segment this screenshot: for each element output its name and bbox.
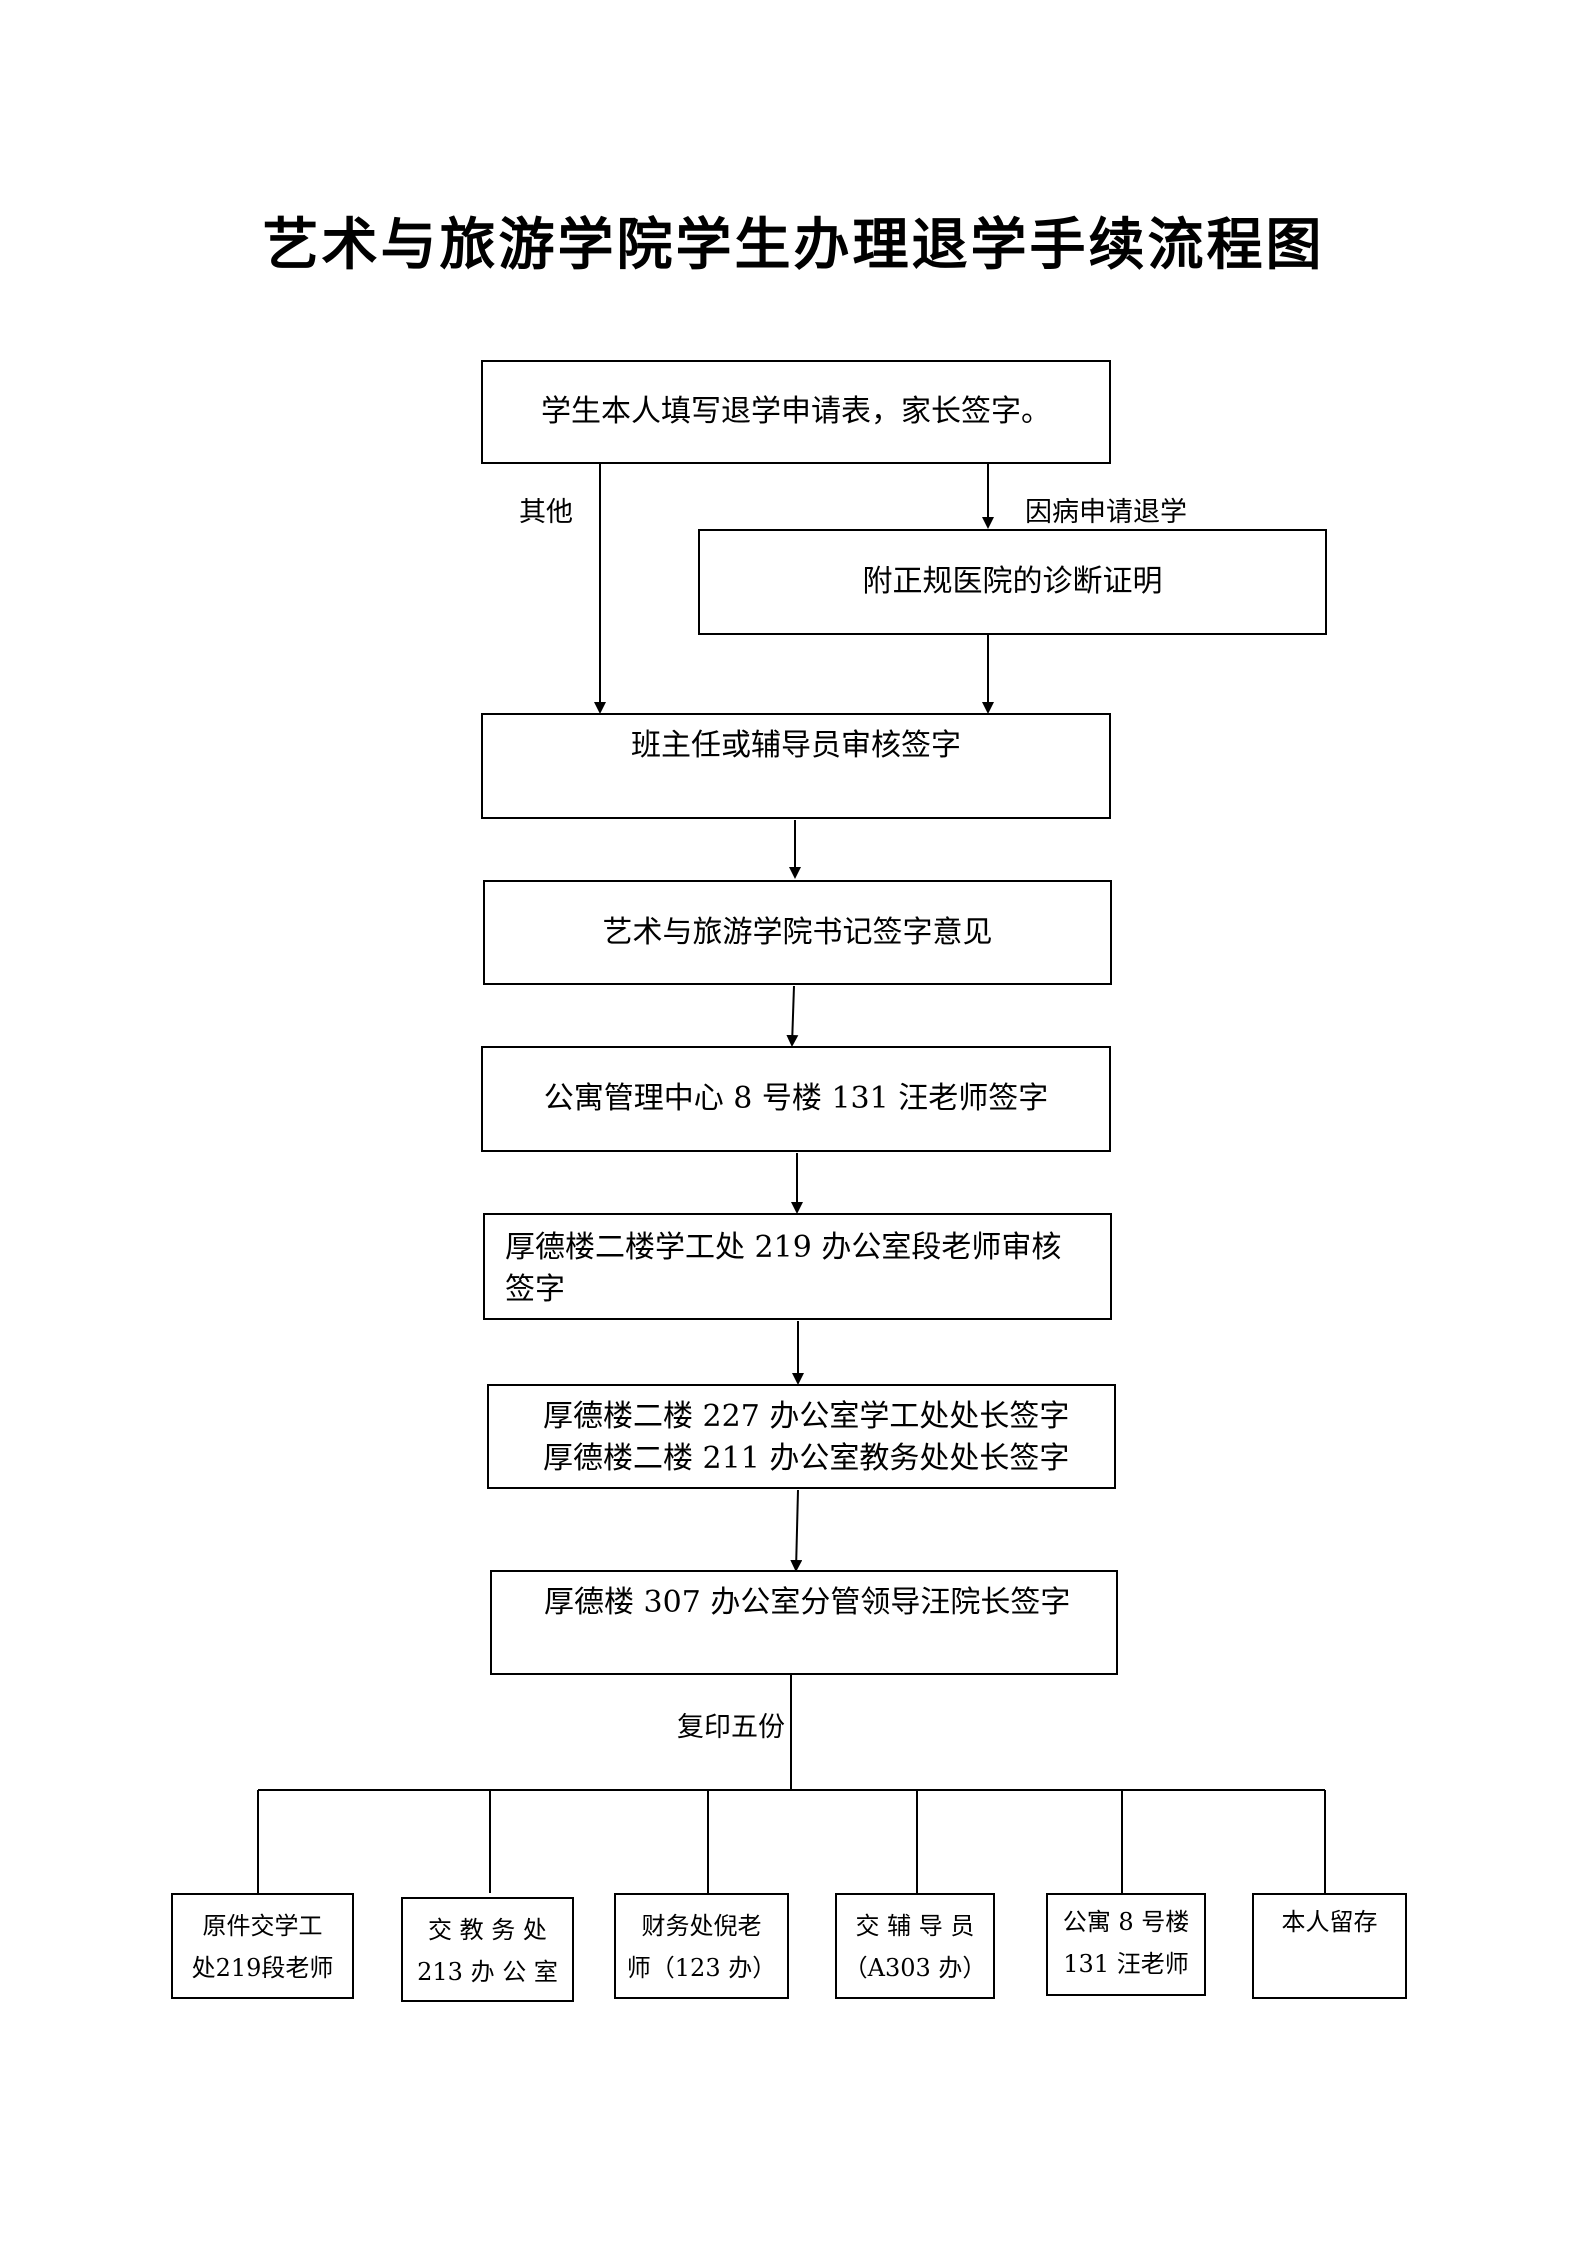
output-box-6-line-1: 本人留存	[1281, 1908, 1378, 1936]
page-title: 艺术与旅游学院学生办理退学手续流程图	[262, 212, 1325, 278]
output-box-2: 交 教 务 处 213 办 公 室	[401, 1897, 574, 2002]
step-counselor-review-text: 班主任或辅导员审核签字	[631, 728, 961, 763]
step-dean-signature: 厚德楼 307 办公室分管领导汪院长签字	[490, 1570, 1118, 1675]
step-directors-signature-line-1: 厚德楼二楼 227 办公室学工处处长签字	[543, 1399, 1070, 1434]
step-fill-application: 学生本人填写退学申请表，家长签字。	[481, 360, 1111, 464]
step-secretary-opinion-text: 艺术与旅游学院书记签字意见	[602, 914, 993, 950]
output-box-5-line-1: 公寓 8 号楼	[1062, 1908, 1190, 1936]
step-student-affairs-review: 厚德楼二楼学工处 219 办公室段老师审核 签字	[483, 1213, 1112, 1320]
output-box-1-line-2: 处219段老师	[191, 1954, 334, 1982]
output-box-5: 公寓 8 号楼 131 汪老师	[1046, 1893, 1206, 1996]
output-box-4-line-1: 交 辅 导 员	[855, 1912, 975, 1940]
output-box-2-line-2: 213 办 公 室	[417, 1958, 558, 1986]
output-box-5-line-2: 131 汪老师	[1063, 1950, 1189, 1978]
output-box-1-line-1: 原件交学工	[202, 1912, 323, 1940]
arrow-s4-s5	[786, 985, 799, 1047]
label-copies: 复印五份	[677, 1712, 785, 1743]
output-box-3-line-2: 师（123 办）	[626, 1954, 777, 1982]
output-box-1: 原件交学工 处219段老师	[171, 1893, 354, 1999]
step-directors-signature-line-2: 厚德楼二楼 211 办公室教务处处长签字	[543, 1441, 1070, 1476]
step-medical-certificate-text: 附正规医院的诊断证明	[862, 564, 1163, 599]
step-medical-certificate: 附正规医院的诊断证明	[698, 529, 1327, 635]
output-box-6: 本人留存	[1252, 1893, 1407, 1999]
output-box-3-line-1: 财务处倪老	[641, 1912, 762, 1940]
step-apartment-center: 公寓管理中心 8 号楼 131 汪老师签字	[481, 1046, 1111, 1152]
output-box-4: 交 辅 导 员 （A303 办）	[835, 1893, 995, 1999]
step-counselor-review: 班主任或辅导员审核签字	[481, 713, 1111, 819]
step-apartment-center-text: 公寓管理中心 8 号楼 131 汪老师签字	[543, 1081, 1049, 1116]
step-secretary-opinion: 艺术与旅游学院书记签字意见	[483, 880, 1112, 985]
output-box-4-line-2: （A303 办）	[843, 1954, 987, 1982]
label-illness: 因病申请退学	[1025, 497, 1187, 528]
output-box-3: 财务处倪老 师（123 办）	[614, 1893, 789, 1999]
step-student-affairs-review-line-1: 厚德楼二楼学工处 219 办公室段老师审核	[505, 1230, 1062, 1265]
label-other: 其他	[519, 497, 573, 528]
step-student-affairs-review-line-2: 签字	[505, 1272, 565, 1307]
output-box-2-line-1: 交 教 务 处	[428, 1916, 547, 1944]
step-directors-signature: 厚德楼二楼 227 办公室学工处处长签字 厚德楼二楼 211 办公室教务处处长签…	[487, 1384, 1116, 1489]
step-dean-signature-text: 厚德楼 307 办公室分管领导汪院长签字	[544, 1585, 1071, 1620]
step-fill-application-text: 学生本人填写退学申请表，家长签字。	[541, 394, 1051, 429]
arrow-s7-s8	[790, 1489, 803, 1572]
